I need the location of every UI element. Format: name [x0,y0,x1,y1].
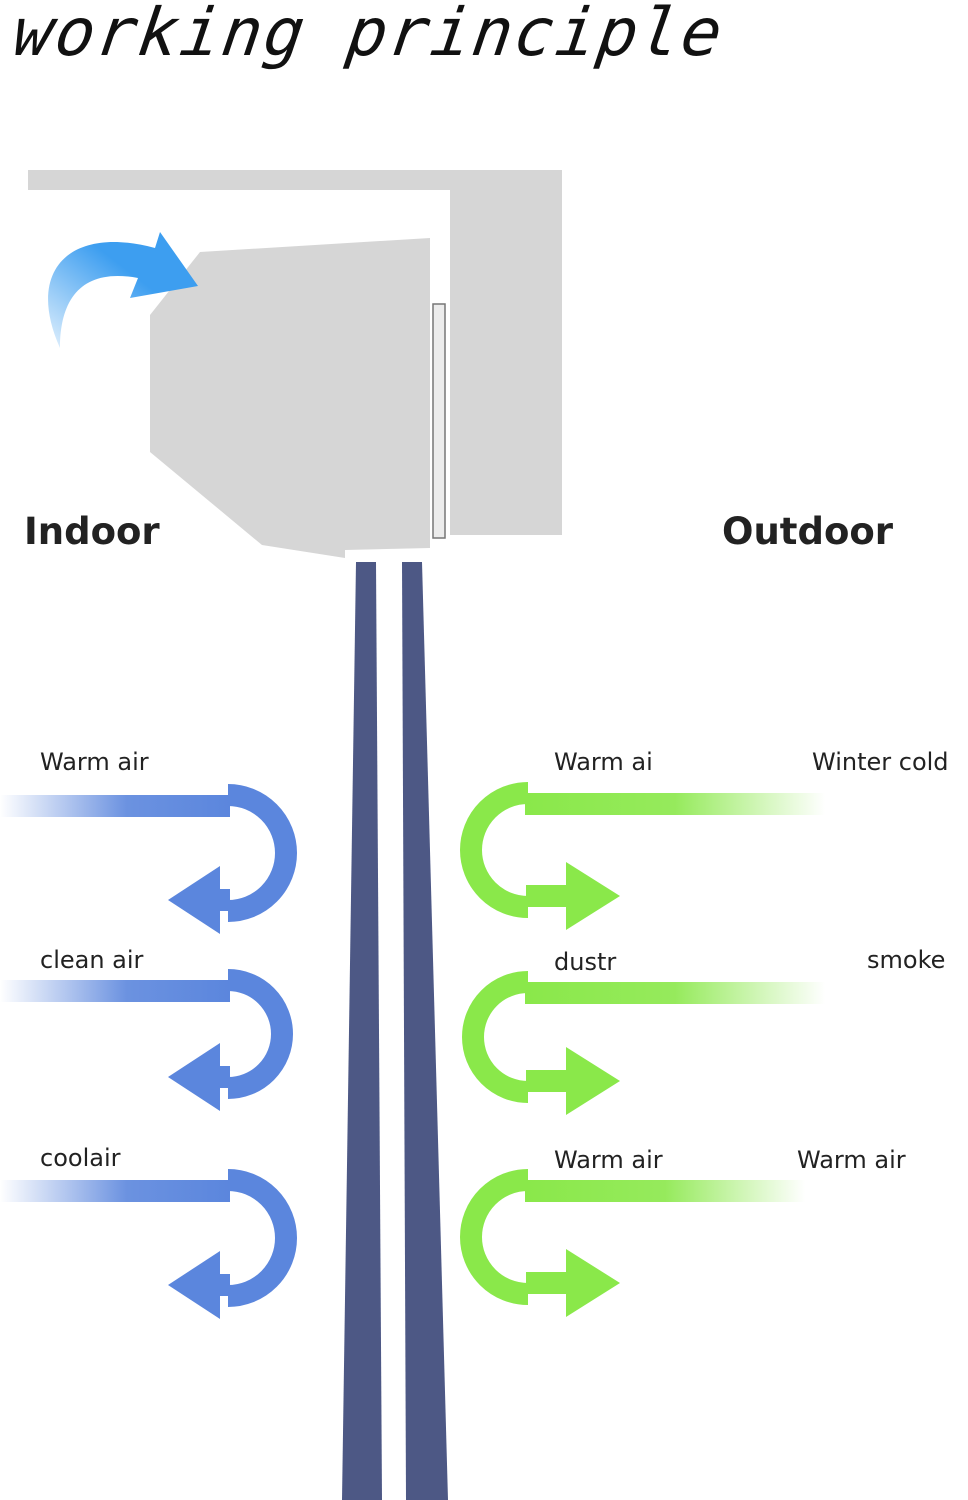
outdoor-flow-inner-label-1: Warm ai [554,748,653,776]
outdoor-flow-outer-label-3: Warm air [797,1146,906,1174]
outdoor-flow-outer-label-1: Winter cold [812,748,949,776]
outdoor-flow-inner-label-2: dustr [554,948,617,976]
indoor-flow-arrow-1 [0,784,297,934]
indoor-flow-label-1: Warm air [40,748,149,776]
outdoor-flow-arrow-1 [460,782,825,930]
wall-housing [28,170,562,535]
indoor-flow-arrow-2 [0,969,293,1111]
pipe-left [342,562,382,1500]
outdoor-flow-outer-label-2: smoke [867,946,946,974]
indoor-flow-label-3: coolair [40,1144,121,1172]
pipe-right [402,562,448,1500]
outdoor-flow-arrow-3 [460,1169,805,1317]
intake-arrow [48,232,199,348]
outdoor-flow-arrow-2 [462,971,825,1115]
indoor-flow-arrow-3 [0,1169,297,1319]
indoor-unit [150,238,430,558]
outdoor-flow-inner-label-3: Warm air [554,1146,663,1174]
indoor-label: Indoor [24,510,160,553]
indoor-flow-label-2: clean air [40,946,144,974]
outdoor-label: Outdoor [722,510,894,553]
filter-panel [432,303,446,539]
